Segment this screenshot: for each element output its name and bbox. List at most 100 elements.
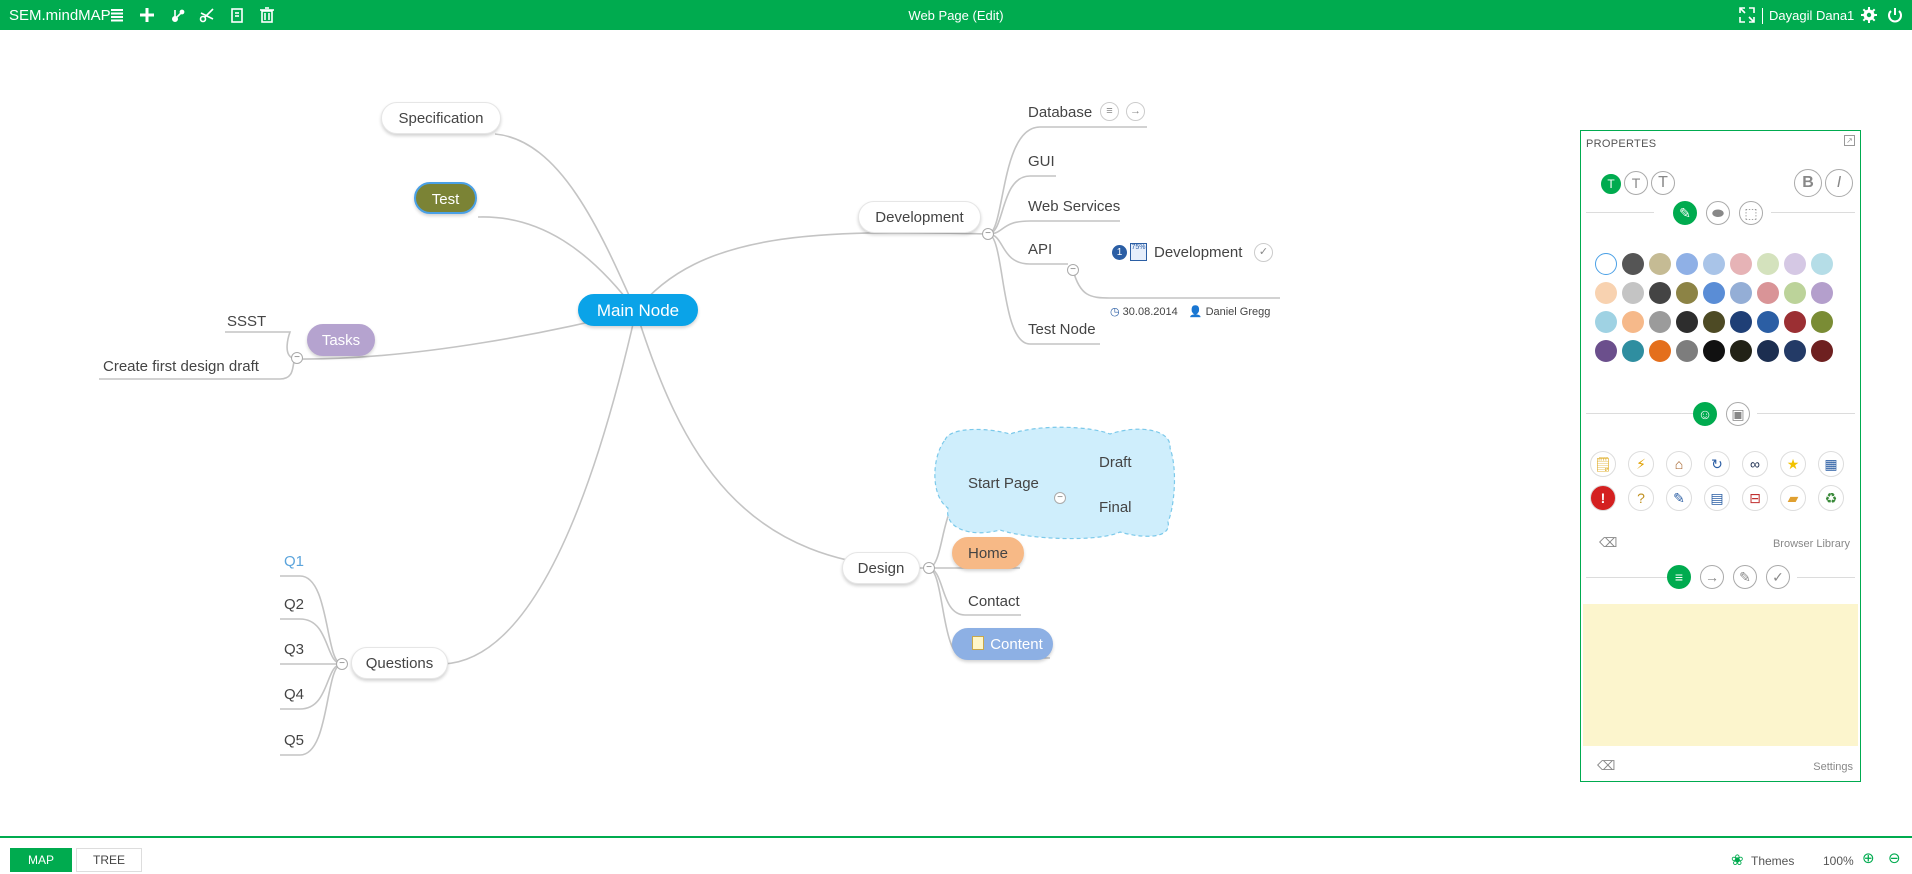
collapse-tasks[interactable]: − [291, 352, 303, 364]
bold-icon[interactable]: B [1794, 169, 1822, 197]
refresh-icon[interactable]: ↻ [1704, 451, 1730, 477]
list-icon[interactable] [106, 4, 128, 26]
collapse-development[interactable]: − [982, 228, 994, 240]
italic-icon[interactable]: I [1825, 169, 1853, 197]
color-swatch[interactable] [1811, 282, 1833, 304]
recycle-icon[interactable]: ♻ [1818, 485, 1844, 511]
color-swatch[interactable] [1784, 340, 1806, 362]
node-q2[interactable]: Q2 [284, 596, 305, 613]
note-icon[interactable]: 🗒 [1590, 451, 1616, 477]
api-child-node[interactable]: 1 75% Development ✓ [1110, 242, 1282, 266]
task-tab-icon[interactable]: ✓ [1766, 565, 1790, 589]
color-swatch[interactable] [1811, 253, 1833, 275]
shape-icon[interactable]: ⬬ [1706, 201, 1730, 225]
node-q3[interactable]: Q3 [284, 641, 305, 658]
warning-icon[interactable]: ! [1590, 485, 1616, 511]
color-swatch[interactable] [1703, 253, 1725, 275]
node-test-node[interactable]: Test Node [1028, 321, 1096, 338]
node-home[interactable]: Home [952, 537, 1024, 569]
node-draft[interactable]: Draft [1099, 454, 1132, 471]
node-create-first-design-draft[interactable]: Create first design draft [103, 358, 259, 375]
collapse-design[interactable]: − [923, 562, 935, 574]
note-editor[interactable] [1583, 604, 1858, 746]
delete-icon[interactable] [256, 4, 278, 26]
collapse-start-page[interactable]: − [1054, 492, 1066, 504]
color-swatch[interactable] [1622, 340, 1644, 362]
node-start-page[interactable]: Start Page [968, 475, 1039, 492]
color-swatch[interactable] [1784, 253, 1806, 275]
document-icon[interactable]: ▤ [1704, 485, 1730, 511]
color-swatch[interactable] [1649, 282, 1671, 304]
color-swatch[interactable] [1730, 282, 1752, 304]
color-swatch[interactable] [1703, 311, 1725, 333]
tab-tree[interactable]: TREE [76, 848, 142, 872]
notes-tab-icon[interactable]: ≡ [1667, 565, 1691, 589]
user-name[interactable]: Dayagil Dana1 [1762, 8, 1854, 24]
themes-icon[interactable]: ❀ [1731, 852, 1744, 869]
color-swatch[interactable] [1784, 311, 1806, 333]
node-web-services[interactable]: Web Services [1028, 198, 1121, 215]
link-tab-icon[interactable]: → [1700, 565, 1724, 589]
color-swatch[interactable] [1811, 311, 1833, 333]
eraser-icon[interactable]: ⌫ [1599, 535, 1618, 550]
color-swatch[interactable] [1784, 282, 1806, 304]
folder-icon[interactable]: ▰ [1780, 485, 1806, 511]
collapse-questions[interactable]: − [336, 658, 348, 670]
image-icon[interactable]: ▣ [1726, 402, 1750, 426]
color-swatch[interactable] [1595, 311, 1617, 333]
node-database[interactable]: Database [1028, 104, 1093, 121]
color-swatch[interactable] [1703, 340, 1725, 362]
home-icon[interactable]: ⌂ [1666, 451, 1692, 477]
arrow-right-icon[interactable]: → [1126, 102, 1145, 121]
node-development[interactable]: Development [858, 201, 981, 233]
text-style-small-icon[interactable]: T [1601, 174, 1621, 194]
node-questions[interactable]: Questions [351, 647, 448, 679]
settings-link[interactable]: Settings [1813, 761, 1853, 773]
note-icon[interactable]: ≡ [1100, 102, 1119, 121]
node-final[interactable]: Final [1099, 499, 1132, 516]
node-sssst[interactable]: SSST [227, 313, 267, 330]
gear-icon[interactable] [1858, 4, 1880, 26]
question-icon[interactable]: ? [1628, 485, 1654, 511]
color-swatch[interactable] [1622, 282, 1644, 304]
calendar-icon[interactable]: ▦ [1818, 451, 1844, 477]
folder-remove-icon[interactable]: ⊟ [1742, 485, 1768, 511]
node-gui[interactable]: GUI [1028, 153, 1055, 170]
text-style-large-icon[interactable]: T [1651, 171, 1675, 195]
binoculars-icon[interactable]: ∞ [1742, 451, 1768, 477]
zoom-in-icon[interactable]: ⊕ [1862, 850, 1875, 867]
attachment-tab-icon[interactable]: ✎ [1733, 565, 1757, 589]
color-swatch[interactable] [1730, 340, 1752, 362]
emoji-icon[interactable]: ☺ [1693, 402, 1717, 426]
node-content[interactable]: Content [952, 628, 1053, 660]
color-swatch[interactable] [1811, 340, 1833, 362]
border-icon[interactable]: ⬚ [1739, 201, 1763, 225]
color-swatch[interactable] [1622, 311, 1644, 333]
tab-map[interactable]: MAP [10, 848, 72, 872]
themes-button[interactable]: Themes [1751, 854, 1795, 868]
node-contact[interactable]: Contact [968, 593, 1020, 610]
color-swatch[interactable] [1703, 282, 1725, 304]
node-tasks[interactable]: Tasks [307, 324, 375, 356]
popout-icon[interactable]: ↗ [1844, 135, 1855, 146]
edit-icon[interactable]: ✎ [1666, 485, 1692, 511]
color-swatch[interactable] [1595, 340, 1617, 362]
check-icon[interactable]: ✓ [1254, 243, 1273, 262]
eraser-icon[interactable]: ⌫ [1597, 758, 1616, 773]
add-child-icon[interactable] [167, 4, 189, 26]
color-swatch[interactable] [1676, 282, 1698, 304]
color-swatch[interactable] [1649, 340, 1671, 362]
main-node[interactable]: Main Node [578, 294, 698, 326]
node-design[interactable]: Design [842, 552, 920, 584]
browser-library-link[interactable]: Browser Library [1772, 538, 1850, 550]
node-q4[interactable]: Q4 [284, 686, 305, 703]
color-swatch[interactable] [1595, 253, 1617, 275]
star-icon[interactable]: ★ [1780, 451, 1806, 477]
power-icon[interactable] [1884, 4, 1906, 26]
node-q5[interactable]: Q5 [284, 732, 305, 749]
node-api[interactable]: API [1028, 241, 1053, 258]
node-test[interactable]: Test [414, 182, 477, 214]
app-brand[interactable]: SEM.mindMAP [9, 7, 111, 24]
color-swatch[interactable] [1649, 311, 1671, 333]
color-swatch[interactable] [1757, 253, 1779, 275]
